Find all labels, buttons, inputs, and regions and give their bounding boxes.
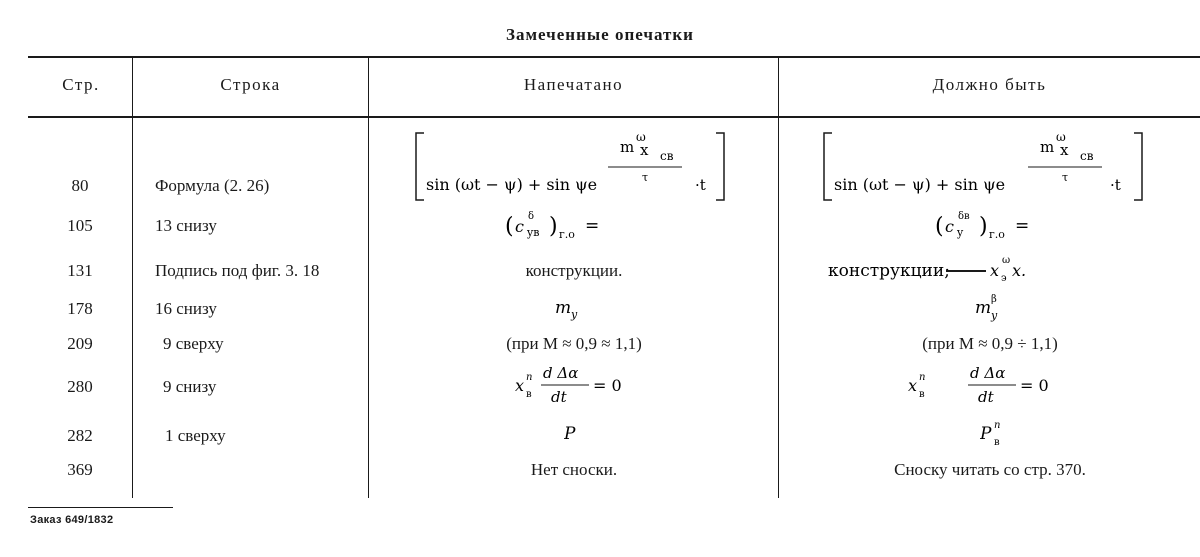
row-80-line: Формула (2. 26)	[155, 176, 270, 195]
svg-text:y: y	[956, 226, 964, 239]
printed-tau: τ	[642, 171, 648, 184]
row-209-printed: (при M ≈ 0,9 ≈ 1,1)	[506, 334, 642, 353]
header-printed: Напечатано	[523, 75, 624, 94]
svg-text:n: n	[919, 372, 925, 383]
row-369-printed: Нет сноски.	[530, 460, 618, 479]
row-131-printed: конструкции.	[525, 261, 623, 280]
header-line: Строка	[220, 75, 281, 94]
printed-m: m	[620, 138, 634, 156]
svg-text:(: (	[935, 214, 944, 239]
row-280-printed-formula: x n в d Δα dt = 0	[515, 364, 622, 406]
row-209-page: 209	[67, 334, 93, 353]
svg-text:=: =	[1015, 216, 1029, 236]
svg-text:=: =	[585, 216, 599, 236]
row-178-page: 178	[67, 299, 93, 318]
svg-text:yв: yв	[526, 226, 539, 239]
header-correct: Должно быть	[932, 75, 1047, 94]
svg-text:m: m	[975, 298, 991, 318]
svg-text:c: c	[945, 217, 954, 236]
row-178-line: 16 снизу	[155, 299, 217, 318]
svg-text:y: y	[570, 308, 578, 321]
svg-text:г.о: г.о	[559, 228, 575, 241]
svg-text:x: x	[990, 261, 999, 280]
row-280-line: 9 снизу	[163, 377, 217, 396]
svg-text:x: x	[908, 376, 917, 395]
svg-text:): )	[549, 214, 558, 239]
row-282-page: 282	[67, 426, 93, 445]
svg-text:в: в	[526, 389, 532, 400]
row-131-correct-formula: конструкции; x ω э x.	[828, 255, 1026, 284]
row-369-page: 369	[67, 460, 93, 479]
svg-text:в: в	[994, 437, 1000, 448]
table-title: Замеченные опечатки	[506, 25, 694, 44]
svg-text:d Δα: d Δα	[970, 364, 1005, 382]
row-80-correct-formula: sin (ωt − ψ) + sin ψe m ω x св τ ·t	[823, 130, 1143, 201]
svg-text:в: в	[919, 389, 925, 400]
row-105-printed-formula: ( c δ yв ) г.о =	[505, 211, 599, 241]
svg-text:δ: δ	[528, 211, 534, 222]
svg-text:dt: dt	[978, 388, 995, 406]
svg-text:β: β	[991, 294, 997, 305]
row-131-page: 131	[67, 261, 93, 280]
column-divider-1	[132, 58, 133, 498]
printed-cb: св	[660, 149, 674, 163]
row-369-correct: Сноску читать со стр. 370.	[894, 460, 1086, 479]
row-282-printed-formula: P	[564, 424, 576, 444]
printed-omega: ω	[636, 130, 646, 144]
svg-text:y: y	[990, 309, 998, 322]
printed-sin-part: sin (ωt − ψ) + sin ψe	[426, 175, 597, 194]
svg-text:δв: δв	[958, 211, 970, 222]
row-131-line: Подпись под фиг. 3. 18	[155, 261, 320, 280]
row-178-correct-formula: m β y	[975, 294, 998, 322]
svg-text:= 0: = 0	[593, 376, 622, 395]
row-282-line: 1 сверху	[165, 426, 226, 445]
row-282-correct-formula: P n в	[980, 420, 1000, 448]
row-178-printed-formula: m y	[555, 298, 578, 321]
order-number: Заказ 649/1832	[30, 514, 114, 526]
svg-text:(: (	[505, 214, 514, 239]
row-209-correct: (при M ≈ 0,9 ÷ 1,1)	[922, 334, 1058, 353]
row-280-correct-formula: x n в d Δα dt = 0	[908, 364, 1049, 406]
column-divider-3	[778, 58, 779, 498]
svg-text:x.: x.	[1012, 261, 1026, 280]
row-80-page: 80	[71, 176, 89, 195]
svg-text:= 0: = 0	[1020, 376, 1049, 395]
correct-omega: ω	[1056, 130, 1066, 144]
correct-sin-part: sin (ωt − ψ) + sin ψe	[834, 175, 1005, 194]
svg-text:): )	[979, 214, 988, 239]
printed-t: ·t	[695, 176, 706, 194]
correct-cb: св	[1080, 149, 1094, 163]
svg-text:э: э	[1001, 273, 1007, 284]
svg-text:dt: dt	[551, 388, 568, 406]
row-209-line: 9 сверху	[163, 334, 224, 353]
svg-text:ω: ω	[1002, 255, 1010, 266]
svg-text:c: c	[515, 217, 524, 236]
column-divider-2	[368, 58, 369, 498]
svg-text:P: P	[564, 424, 576, 444]
svg-text:m: m	[555, 298, 571, 318]
row-105-page: 105	[67, 216, 93, 235]
header-rule	[28, 116, 1200, 118]
top-rule	[28, 56, 1200, 58]
svg-text:г.о: г.о	[989, 228, 1005, 241]
header-page: Стр.	[62, 75, 100, 94]
svg-text:x: x	[515, 376, 524, 395]
correct-tau: τ	[1062, 171, 1068, 184]
correct-x: x	[1060, 141, 1069, 159]
correct-m: m	[1040, 138, 1054, 156]
svg-text:n: n	[994, 420, 1000, 431]
row-280-page: 280	[67, 377, 93, 396]
svg-text:n: n	[526, 372, 532, 383]
svg-text:d Δα: d Δα	[543, 364, 578, 382]
row-80-printed-formula: sin (ωt − ψ) + sin ψe m ω x св τ ·t	[415, 130, 725, 201]
printed-x: x	[640, 141, 649, 159]
row-105-correct-formula: ( c δв y ) г.о =	[935, 211, 1029, 241]
svg-text:конструкции;: конструкции;	[828, 261, 950, 281]
correct-t: ·t	[1110, 176, 1121, 194]
row-105-line: 13 снизу	[155, 216, 217, 235]
footer-rule	[28, 507, 173, 508]
svg-text:P: P	[980, 424, 992, 444]
